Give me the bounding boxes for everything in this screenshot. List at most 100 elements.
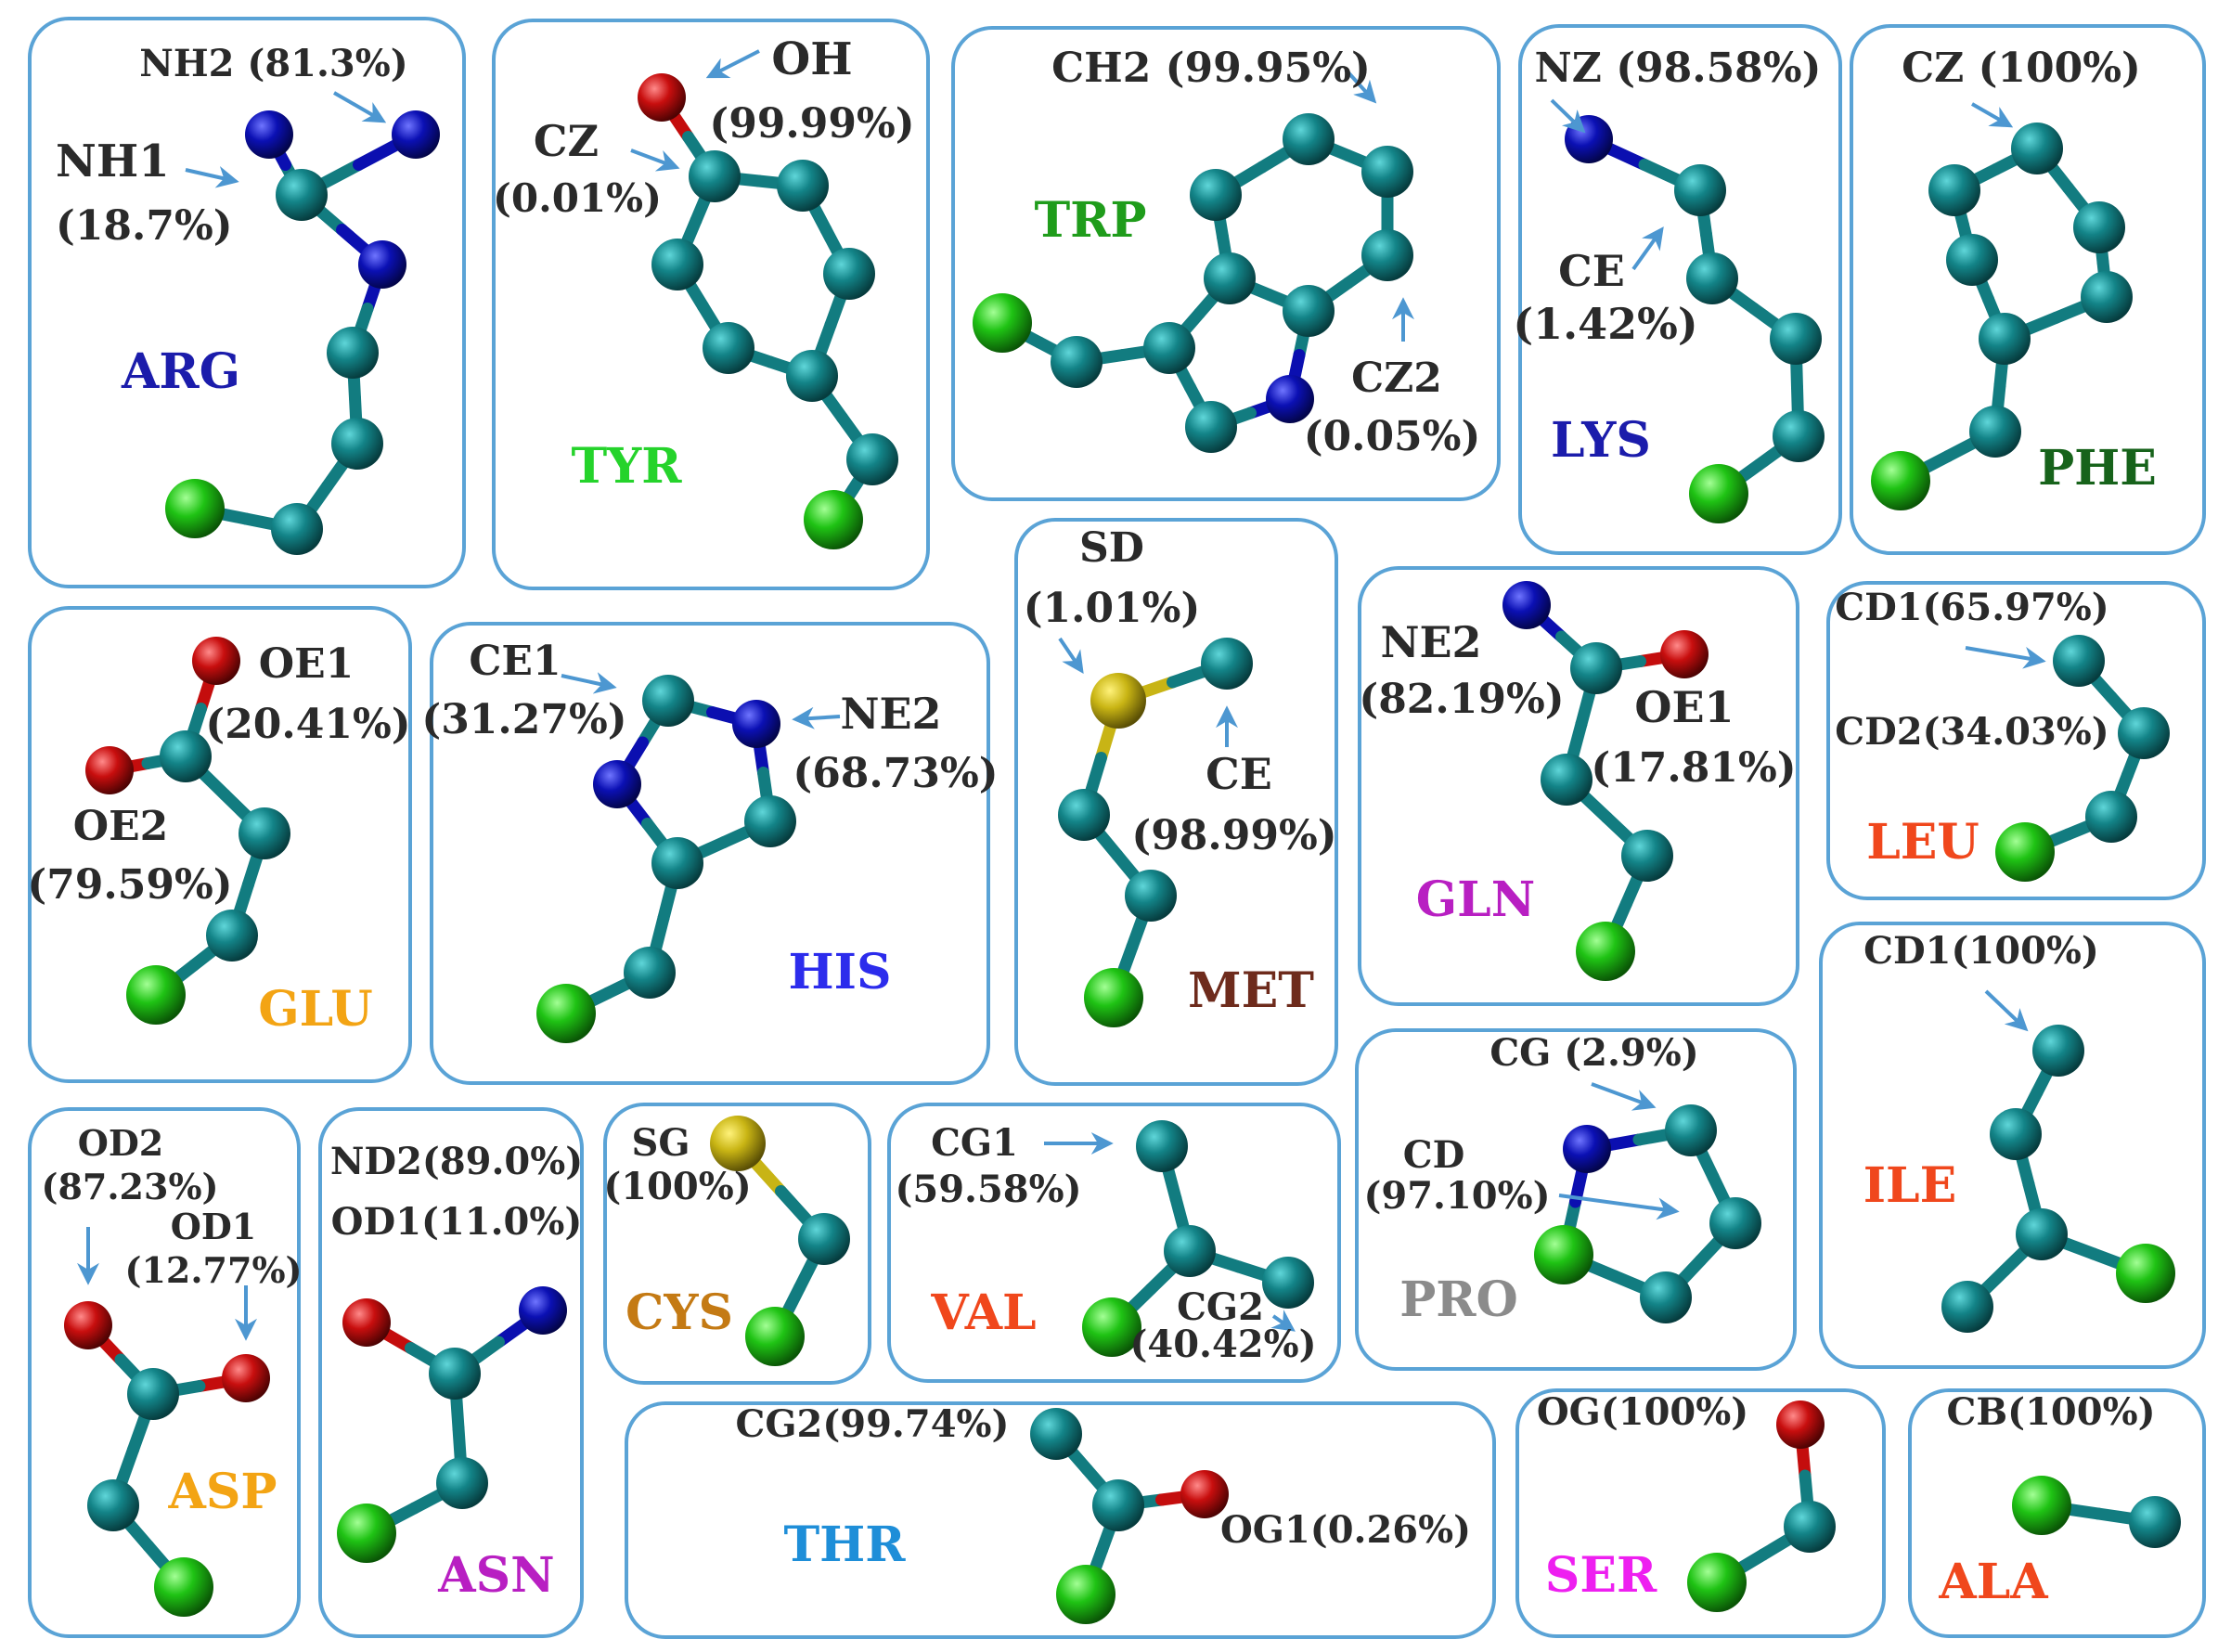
glu-panel (28, 606, 412, 1083)
pro-panel (1355, 1028, 1797, 1371)
phe-carbon-atom (1979, 313, 2031, 365)
lys-pointer-arrow (1631, 226, 1664, 271)
pro-carbon-atom (1640, 1271, 1692, 1323)
met-atom-label: (98.99%) (1131, 812, 1336, 859)
trp-atom-label: CZ2 (1351, 355, 1442, 402)
tyr-carbon-atom (786, 350, 838, 402)
gln-atom-label: OE1 (1634, 682, 1734, 732)
trp-panel (951, 26, 1501, 501)
ile-residue-name: ILE (1863, 1157, 1957, 1214)
trp-carbon-atom (1204, 252, 1256, 304)
tyr-residue-name: TYR (571, 438, 682, 495)
text-layer: NH2 (81.3%)NH1(18.7%)ARGOH(99.99%)CZ(0.0… (27, 33, 2157, 1610)
arg-atom-label: NH1 (56, 136, 170, 187)
asp-atom-label: (12.77%) (124, 1249, 302, 1291)
leu-pointer-arrow (1965, 646, 2046, 669)
ile-atom-label: CD1(100%) (1863, 929, 2099, 973)
his-atom-label: CE1 (469, 638, 561, 685)
thr-carbon-atom (1030, 1408, 1082, 1460)
pro-nitrogen-atom (1563, 1125, 1611, 1173)
arg-carbon-atom (276, 169, 328, 221)
glu-carbon-atom (206, 910, 258, 962)
atom-layer (64, 73, 2181, 1624)
pro-carbon-atom (1665, 1104, 1717, 1156)
val-atom-label: (40.42%) (1129, 1323, 1316, 1366)
arg-panel (28, 17, 466, 588)
tyr-atom-label: OH (771, 33, 852, 85)
trp-pointer-arrow (1344, 68, 1377, 104)
tyr-carbon-atom (777, 160, 829, 212)
asp-alpha-carbon-atom (154, 1557, 213, 1617)
gln-residue-name: GLN (1416, 871, 1536, 928)
tyr-carbon-atom (823, 248, 875, 300)
gln-carbon-atom (1621, 830, 1673, 882)
cys-atom-label: (100%) (603, 1165, 751, 1208)
tyr-pointer-arrow (630, 148, 680, 172)
gln-carbon-atom (1541, 754, 1593, 806)
thr-panel (625, 1401, 1496, 1639)
ile-carbon-atom (2016, 1208, 2068, 1260)
pro-residue-name: PRO (1399, 1271, 1518, 1328)
leu-alpha-carbon-atom (1995, 822, 2055, 882)
phe-carbon-atom (2081, 271, 2133, 323)
ser-panel (1515, 1388, 1886, 1638)
trp-nitrogen-atom (1266, 375, 1314, 423)
arg-alpha-carbon-atom (165, 479, 225, 538)
leu-atom-label: CD2(34.03%) (1835, 710, 2108, 754)
gln-oxygen-atom (1660, 630, 1709, 678)
val-residue-name: VAL (930, 1284, 1036, 1341)
val-panel (887, 1103, 1341, 1383)
thr-alpha-carbon-atom (1056, 1565, 1115, 1624)
asn-panel (318, 1107, 584, 1638)
his-atom-label: NE2 (840, 689, 941, 739)
val-carbon-atom (1262, 1257, 1314, 1309)
leu-carbon-atom (2085, 791, 2137, 843)
ile-alpha-carbon-atom (2116, 1244, 2175, 1303)
phe-pointer-arrow (1971, 102, 2014, 128)
glu-carbon-atom (160, 730, 212, 782)
ala-alpha-carbon-atom (2012, 1476, 2071, 1535)
asp-oxygen-atom (222, 1354, 270, 1402)
cys-panel (603, 1103, 871, 1385)
lys-carbon-atom (1674, 164, 1726, 216)
ile-panel (1819, 922, 2206, 1369)
tyr-carbon-atom (651, 239, 703, 290)
asn-oxygen-atom (342, 1298, 391, 1347)
asn-atom-label: ND2(89.0%) (330, 1140, 583, 1183)
ser-alpha-carbon-atom (1687, 1553, 1747, 1612)
thr-carbon-atom (1092, 1479, 1144, 1531)
ile-carbon-atom (1990, 1108, 2042, 1160)
phe-panel (1850, 24, 2206, 555)
his-atom-label: (68.73%) (793, 750, 998, 797)
ala-carbon-atom (2129, 1496, 2181, 1548)
his-carbon-atom (624, 947, 676, 999)
met-atom-label: CE (1206, 749, 1272, 799)
phe-carbon-atom (1928, 164, 1980, 216)
arg-pointer-arrow (185, 166, 239, 188)
arg-carbon-atom (331, 418, 383, 470)
phe-carbon-atom (1946, 234, 1998, 286)
asn-carbon-atom (429, 1348, 481, 1400)
tyr-atom-label: (99.99%) (709, 100, 914, 148)
asp-carbon-atom (87, 1479, 139, 1531)
his-pointer-arrow (561, 672, 617, 694)
his-panel (430, 622, 990, 1085)
arg-nitrogen-atom (245, 110, 293, 159)
leu-carbon-atom (2118, 707, 2170, 759)
cys-carbon-atom (798, 1213, 850, 1265)
val-atom-label: CG2 (1177, 1285, 1264, 1329)
cys-alpha-carbon-atom (745, 1307, 805, 1366)
ile-carbon-atom (2032, 1025, 2084, 1077)
tyr-atom-label: CZ (534, 116, 599, 166)
lys-carbon-atom (1686, 252, 1738, 304)
arrow-layer (77, 49, 2046, 1341)
arg-residue-name: ARG (121, 343, 240, 400)
tyr-oxygen-atom (638, 73, 686, 122)
leu-carbon-atom (2053, 635, 2105, 687)
ile-carbon-atom (1941, 1281, 1993, 1333)
trp-alpha-carbon-atom (973, 293, 1032, 353)
lys-panel (1518, 24, 1842, 555)
tyr-panel (492, 19, 930, 590)
asp-atom-label: OD1 (171, 1206, 257, 1247)
